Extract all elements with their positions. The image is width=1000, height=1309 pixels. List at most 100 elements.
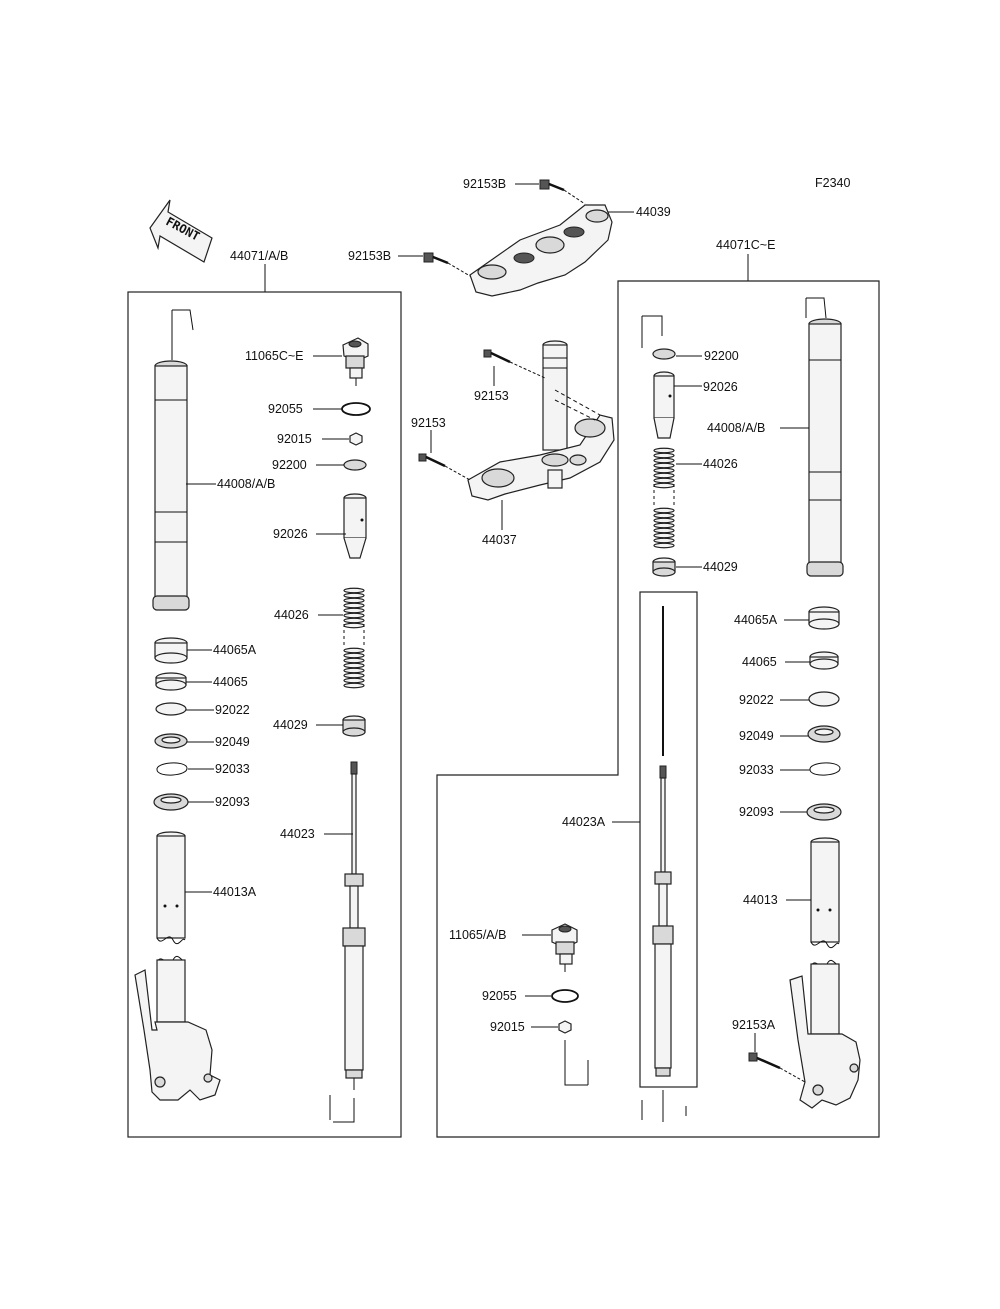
right-leader-lines [522,355,811,1052]
front-arrow-icon: FRONT [149,199,213,263]
spring-coil [343,612,365,619]
spring-coil [653,512,675,519]
left-dust-seal-92093 [153,793,189,811]
spring-coil [653,532,675,539]
right-bushing-44065 [809,651,839,670]
left-washer-92200 [343,459,367,471]
spring-coil [343,587,365,594]
label-92015-left: 92015 [277,432,312,446]
spring-coil [653,457,675,464]
label-44023A: 44023A [562,815,606,829]
spring-coil [343,647,365,654]
left-cap-bolt-11065 [342,337,369,386]
label-11065C-E: 11065C~E [245,349,304,363]
label-92200-right: 92200 [704,349,739,363]
label-92200-left: 92200 [272,458,307,472]
label-92153-b: 92153 [411,416,446,430]
left-assembly-label: 44071/A/B [230,249,288,263]
left-outer-tube [152,309,194,611]
spring-coil [653,472,675,479]
label-92026-left: 92026 [273,527,308,541]
spring-coil [653,452,675,459]
label-92022-left: 92022 [215,703,250,717]
label-92093-right: 92093 [739,805,774,819]
spring-coil [653,507,675,514]
label-44029-right: 44029 [703,560,738,574]
label-44023-left: 44023 [280,827,315,841]
label-92093-left: 92093 [215,795,250,809]
spring-coil [653,477,675,484]
left-collar-44029 [342,715,366,737]
label-92022-right: 92022 [739,693,774,707]
label-44026-left: 44026 [274,608,309,622]
spring-coil [343,652,365,659]
spring-coil [343,662,365,669]
label-11065-A-B: 11065/A/B [449,928,506,942]
right-collar-44029 [652,557,676,577]
label-92153B-top: 92153B [463,177,506,191]
left-fork-assembly-box [127,291,402,1138]
right-o-ring-92055 [551,989,579,1003]
right-fork-assembly-box [436,280,880,1138]
label-44065A-left: 44065A [213,643,257,657]
left-nut-92015 [349,432,363,446]
label-44013A-left: 44013A [213,885,257,899]
right-outer-tube [805,297,844,577]
right-inner-tube-44013 [789,837,861,1109]
left-spacer-92026 [343,493,367,559]
spring-coil [653,537,675,544]
spring-coil [343,672,365,679]
left-inner-tube-44013A [134,831,221,1101]
spring-coil [343,682,365,689]
label-44029-left: 44029 [273,718,308,732]
label-92049-left: 92049 [215,735,250,749]
right-cap-bolt-11065 [551,923,578,972]
bolt-92153-a [483,349,546,379]
label-44037: 44037 [482,533,517,547]
spring-coil [653,517,675,524]
right-damper-44023A [639,591,698,1122]
spring-coil [653,542,675,549]
label-44013-right: 44013 [743,893,778,907]
label-92153A: 92153A [732,1018,776,1032]
left-bushing-44065 [155,672,187,691]
label-92055-right: 92055 [482,989,517,1003]
bolt-92153B-top [539,179,586,205]
bolt-92153B-left [423,252,471,277]
label-44026-right: 44026 [703,457,738,471]
right-oil-seal-92049 [807,725,841,743]
spring-coil [653,447,675,454]
right-nut-92015 [558,1020,572,1034]
spring-coil [343,597,365,604]
spring-coil [343,667,365,674]
spring-coil [653,527,675,534]
spring-coil [653,462,675,469]
label-44039: 44039 [636,205,671,219]
label-92153-a: 92153 [474,389,509,403]
right-washer-92200 [652,348,676,360]
label-92033-left: 92033 [215,762,250,776]
spring-coil [343,607,365,614]
left-washer-92022 [155,702,187,716]
spring-coil [343,677,365,684]
left-damper-44023 [329,761,366,1123]
left-leader-lines [185,355,353,893]
upper-bracket-44039 [469,204,613,297]
figure-code: F2340 [815,176,850,190]
label-92153B-left: 92153B [348,249,391,263]
right-dust-seal-92093 [806,803,842,821]
label-44065A-right: 44065A [734,613,778,627]
bolt-92153A [748,1052,806,1083]
left-circlip-92033 [156,762,188,776]
left-spring-44026 [343,587,365,689]
label-44008-left: 44008/A/B [217,477,275,491]
label-92015-right: 92015 [490,1020,525,1034]
label-92026-right: 92026 [703,380,738,394]
right-bushing-44065A [808,606,840,630]
label-92055-left: 92055 [268,402,303,416]
label-92049-right: 92049 [739,729,774,743]
left-oil-seal-92049 [154,733,188,749]
spring-coil [653,522,675,529]
spring-coil [343,617,365,624]
